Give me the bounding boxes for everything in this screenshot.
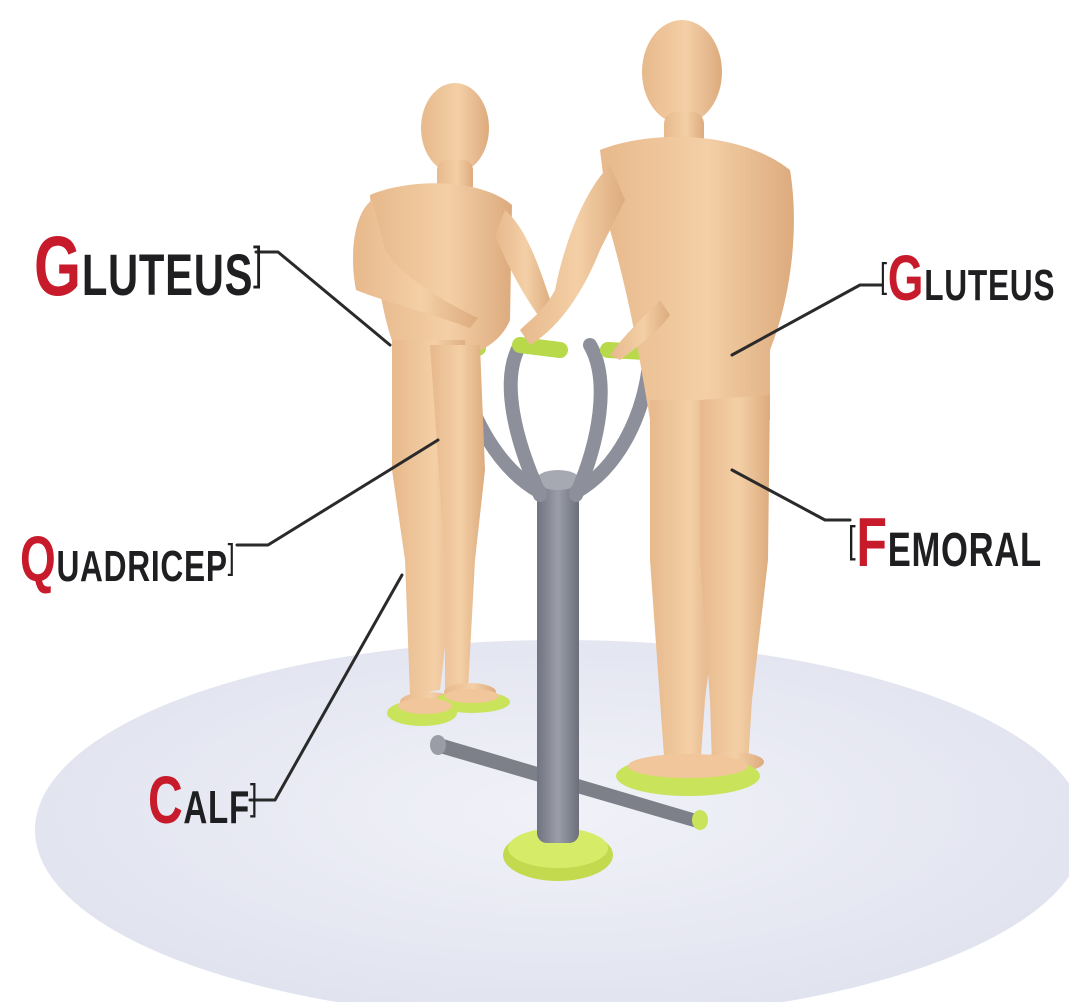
label-bracket: ] [228, 538, 236, 577]
label-initial: F [856, 503, 887, 581]
label-gluteus-left: GLUTEUS] [34, 224, 263, 308]
label-rest: EMORAL [888, 524, 1042, 577]
label-initial: Q [20, 523, 56, 595]
label-initial: G [888, 242, 924, 314]
label-bracket: [ [880, 257, 888, 296]
label-initial: G [34, 219, 82, 313]
central-post [537, 478, 579, 843]
label-femoral: [FEMORAL [848, 508, 1042, 578]
label-bracket: [ [848, 519, 856, 562]
label-rest: LUTEUS [82, 243, 253, 308]
label-bracket: ] [250, 777, 258, 818]
label-initial: C [148, 764, 183, 838]
label-gluteus-right: [GLUTEUS [880, 247, 1055, 311]
label-rest: UADRICEP [56, 542, 227, 591]
label-bracket: ] [253, 237, 263, 289]
left-figure [353, 83, 552, 712]
label-quadricep: QUADRICEP] [20, 528, 235, 592]
label-calf: CALF] [148, 768, 258, 835]
label-rest: ALF [183, 781, 250, 833]
label-rest: LUTEUS [924, 261, 1055, 310]
